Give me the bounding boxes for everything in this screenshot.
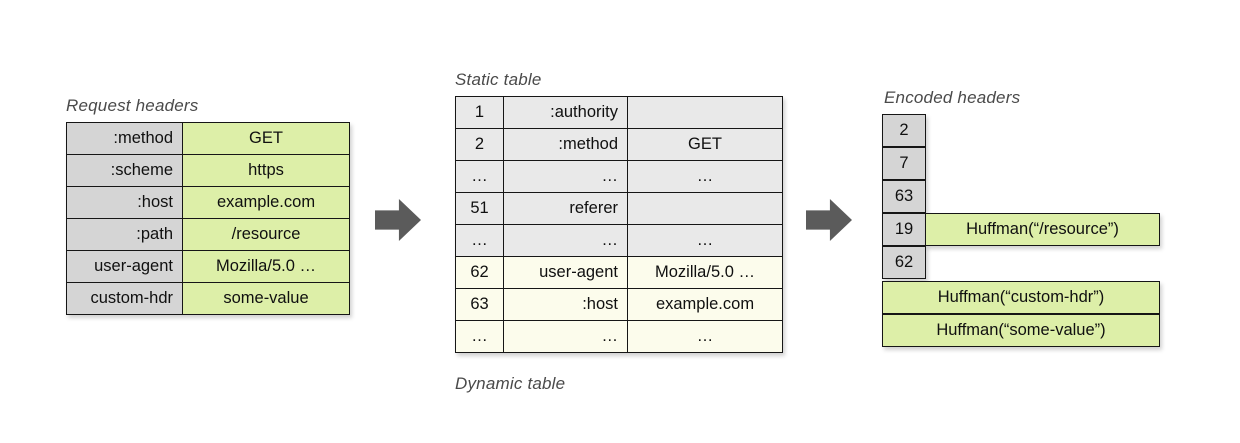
dynamic-table-row: ……… [455,320,783,353]
encoded-index-cell: 7 [882,147,926,180]
index-cell: … [455,320,504,353]
index-name-cell: user-agent [503,256,628,289]
index-cell: … [455,160,504,193]
static-table-row: 1:authority [455,96,783,129]
encoded-headers-caption: Encoded headers [884,88,1021,107]
index-value-cell: Mozilla/5.0 … [627,256,783,289]
request-header-name: :method [66,122,183,155]
request-header-value: example.com [182,186,350,219]
request-header-name: :host [66,186,183,219]
index-cell: 2 [455,128,504,161]
index-cell: 51 [455,192,504,225]
request-header-name: user-agent [66,250,183,283]
static-table-caption: Static table [455,70,542,89]
encoded-index-cell: 19 [882,213,926,246]
index-name-cell: referer [503,192,628,225]
index-name-cell: … [503,224,628,257]
index-value-cell [627,192,783,225]
request-header-value: some-value [182,282,350,315]
arrow-table-to-encoded-icon [806,199,852,241]
index-value-cell: … [627,320,783,353]
request-header-value: /resource [182,218,350,251]
index-cell: 1 [455,96,504,129]
request-header-value: GET [182,122,350,155]
encoded-literal-bar: Huffman(“custom-hdr”) [882,281,1160,314]
index-cell: … [455,224,504,257]
index-name-cell: … [503,320,628,353]
static-table-row: ……… [455,224,783,257]
index-value-cell [627,96,783,129]
index-name-cell: :method [503,128,628,161]
index-value-cell: example.com [627,288,783,321]
index-value-cell: … [627,224,783,257]
index-cell: 62 [455,256,504,289]
request-header-name: :scheme [66,154,183,187]
encoded-literal-bar: Huffman(“/resource”) [925,213,1160,246]
static-table-row: ……… [455,160,783,193]
encoded-index-cell: 62 [882,246,926,279]
request-headers-caption: Request headers [66,96,199,115]
index-value-cell: GET [627,128,783,161]
index-name-cell: … [503,160,628,193]
dynamic-table-caption: Dynamic table [455,374,566,393]
request-header-row: :path/resource [66,218,350,251]
request-header-name: custom-hdr [66,282,183,315]
index-value-cell: … [627,160,783,193]
index-name-cell: :host [503,288,628,321]
index-cell: 63 [455,288,504,321]
request-header-name: :path [66,218,183,251]
encoded-index-cell: 2 [882,114,926,147]
encoded-index-cell: 63 [882,180,926,213]
request-header-value: https [182,154,350,187]
index-name-cell: :authority [503,96,628,129]
arrow-headers-to-table-icon [375,199,421,241]
encoded-literal-bar: Huffman(“some-value”) [882,314,1160,347]
request-header-value: Mozilla/5.0 … [182,250,350,283]
